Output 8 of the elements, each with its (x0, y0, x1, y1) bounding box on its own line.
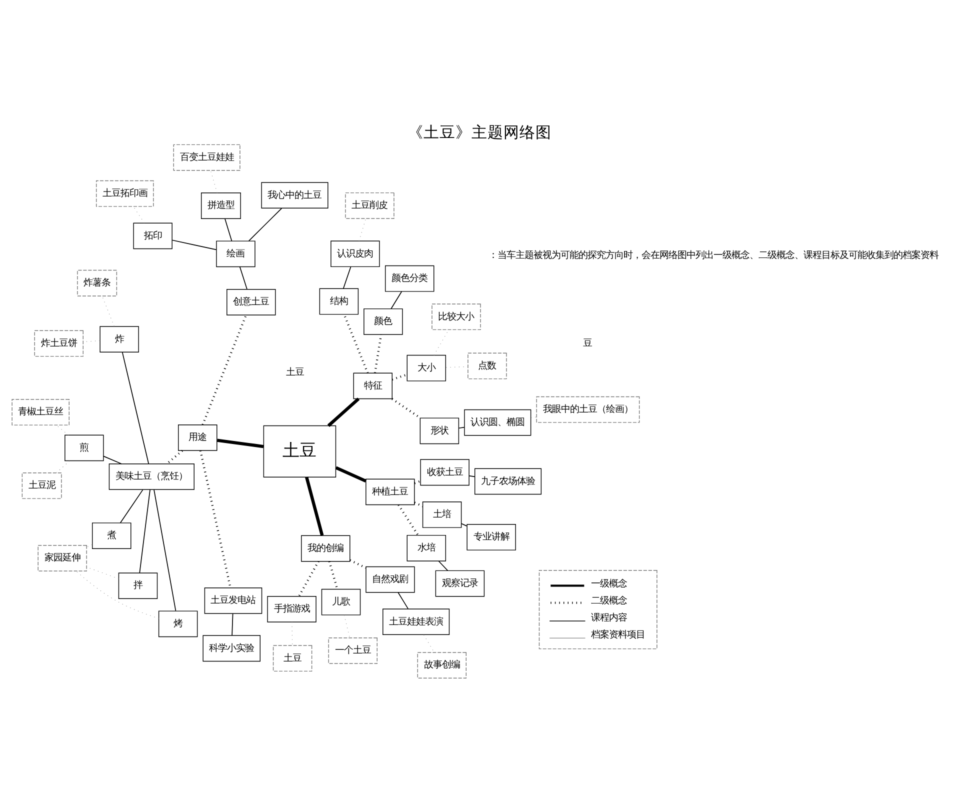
label: 豆 (582, 338, 592, 349)
legend-label: 一级概念 (590, 578, 626, 590)
label: 土豆 (285, 367, 304, 378)
label: ：当车主题被视为可能的探究方向时，会在网络图中列出一级概念、二级概念、课程目标及可能收集到的档案资料 (488, 250, 938, 262)
legend-label: 二级概念 (590, 595, 626, 606)
diagram-title: 《土豆》主题网络图 (407, 122, 551, 142)
legend-label: 课程内容 (590, 612, 626, 624)
legend-label: 档案资料项目 (590, 630, 644, 641)
